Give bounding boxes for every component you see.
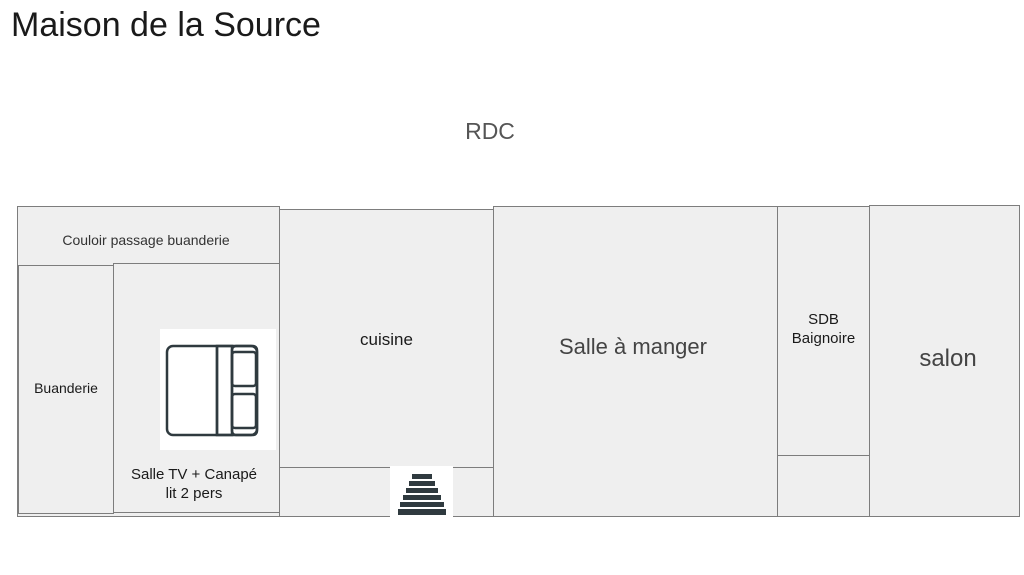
room-label-couloir: Couloir passage buanderie: [62, 232, 230, 248]
room-label-sdb: SDB Baignoire: [777, 311, 870, 349]
room-sdb-lower: [777, 455, 870, 517]
room-cuisine: [279, 209, 494, 468]
room-corridor: [279, 467, 494, 517]
page-title: Maison de la Source: [11, 6, 321, 44]
room-label-salon: salon: [919, 345, 977, 372]
floor-label: RDC: [465, 118, 515, 144]
room-sdb: [777, 206, 870, 456]
room-buanderie: [18, 265, 114, 514]
room-label-salle-tv-line2: lit 2 pers: [165, 484, 223, 502]
room-label-salle-tv: Salle TV + Canapé lit 2 pers: [113, 466, 275, 504]
sofa-bed-icon: [160, 329, 276, 450]
room-label-salle-tv-line1: Salle TV + Canapé: [130, 466, 258, 483]
room-salle-a-manger: [493, 206, 778, 517]
room-label-salle-a-manger: Salle à manger: [559, 334, 707, 359]
room-label-buanderie: Buanderie: [34, 380, 98, 396]
room-label-cuisine: cuisine: [360, 330, 413, 349]
room-salon: [869, 205, 1020, 517]
room-label-sdb-line1: SDB: [808, 311, 839, 328]
room-label-sdb-line2: Baignoire: [791, 329, 856, 347]
stairs-icon: [390, 466, 453, 520]
